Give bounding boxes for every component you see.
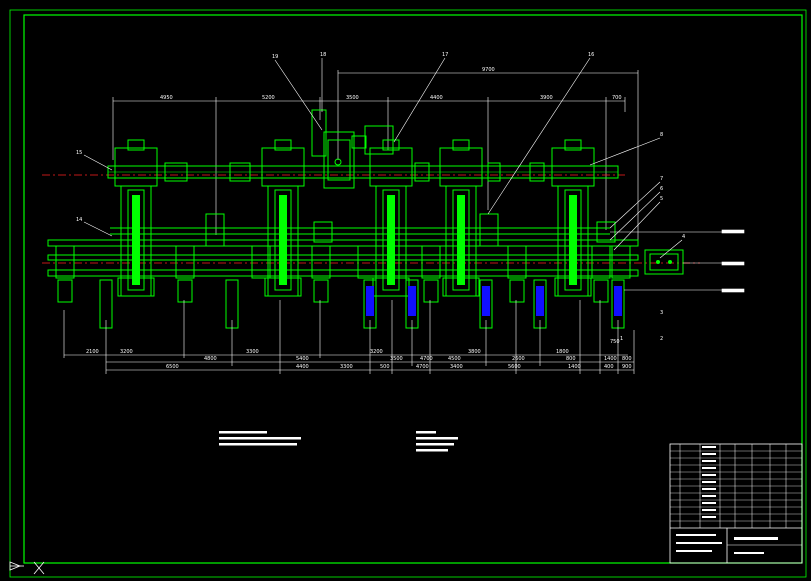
dim-b3-3: 3300 <box>340 364 353 370</box>
callout-15: 15 <box>76 150 82 156</box>
bearing-blocks <box>205 213 616 247</box>
dim-b2-6: 800 <box>566 356 576 362</box>
technical-notes-left <box>219 431 301 446</box>
dim-b3-10: 900 <box>622 364 632 370</box>
dim-top-overall: 9700 <box>482 67 495 73</box>
roll-stand-4 <box>439 139 483 297</box>
title-block-cell-text <box>702 481 716 483</box>
dim-b2-8: 800 <box>622 356 632 362</box>
roll-stand-1 <box>114 139 158 297</box>
callout-8: 8 <box>660 132 663 138</box>
callout-3: 3 <box>660 310 663 316</box>
title-block-cell-text <box>702 516 716 518</box>
lower-roll-units <box>55 245 631 279</box>
dim-top-1: 4950 <box>160 95 173 101</box>
dim-b2-3: 3500 <box>390 356 403 362</box>
callout-17: 17 <box>442 52 448 58</box>
dim-b1-7: 1800 <box>556 349 569 355</box>
title-block-cell-text <box>702 460 716 462</box>
dim-b1-6: 2600 <box>512 356 525 362</box>
title-block-cell-text <box>702 474 716 476</box>
dim-top-2: 5200 <box>262 95 275 101</box>
dim-b2-1: 4800 <box>204 356 217 362</box>
dim-b3-2: 4400 <box>296 364 309 370</box>
dim-b2-2: 5400 <box>296 356 309 362</box>
callout-1: 1 <box>620 336 623 342</box>
callout-labels: 19 18 17 16 8 7 6 5 4 3 2 1 15 14 <box>76 52 685 342</box>
callout-14: 14 <box>76 217 82 223</box>
callout-2: 2 <box>660 336 663 342</box>
ucs-icon <box>9 561 45 575</box>
dim-b1-3: 3300 <box>246 349 259 355</box>
dim-b3-1: 6500 <box>166 364 179 370</box>
dim-b3-5: 4700 <box>416 364 429 370</box>
lower-motors <box>57 279 609 303</box>
dim-top-3: 3500 <box>346 95 359 101</box>
shafts <box>47 165 639 277</box>
dimension-bottom-labels-row2: 4800 5400 3500 4700 4500 800 1400 800 <box>204 356 632 362</box>
centerlines <box>42 174 700 264</box>
control-panel-device <box>644 249 684 275</box>
callout-5: 5 <box>660 196 663 202</box>
title-block <box>669 443 803 564</box>
main-drive <box>311 109 394 189</box>
technical-notes-right <box>416 431 458 452</box>
roll-stand-2 <box>261 139 305 297</box>
drawing-border-inner <box>23 14 803 564</box>
title-block-cell-text <box>702 467 716 469</box>
dimension-bottom-labels-row1: 2100 3200 3300 3200 3800 2600 1800 750 <box>86 339 620 362</box>
drawing-border-outer <box>9 9 807 578</box>
dimension-top-labels: 4950 5200 3500 4400 3900 700 9700 <box>160 67 622 101</box>
title-block-cell-text <box>702 509 716 511</box>
dim-top-4: 4400 <box>430 95 443 101</box>
vertical-cylinders <box>99 279 625 329</box>
dim-top-6: 700 <box>612 95 622 101</box>
dim-b3-9: 400 <box>604 364 614 370</box>
callout-18: 18 <box>320 52 326 58</box>
dim-b1-1: 2100 <box>86 349 99 355</box>
couplings-upper <box>164 162 545 182</box>
dim-b3-8: 1400 <box>568 364 581 370</box>
dim-b2-4: 4700 <box>420 356 433 362</box>
roll-stand-3 <box>369 139 413 297</box>
leader-lines-right <box>610 229 745 293</box>
title-block-cell-text <box>702 488 716 490</box>
title-block-cell-text <box>702 453 716 455</box>
dim-top-5: 3900 <box>540 95 553 101</box>
callout-7: 7 <box>660 176 663 182</box>
title-block-cell-text <box>702 495 716 497</box>
dim-b1-4: 3200 <box>370 349 383 355</box>
dim-b3-6: 3400 <box>450 364 463 370</box>
callout-6: 6 <box>660 186 663 192</box>
callout-leaders <box>83 57 683 259</box>
dimension-bottom-labels-row3: 6500 4400 3300 500 4700 3400 5600 1400 4… <box>166 364 632 370</box>
callout-19: 19 <box>272 54 278 60</box>
dim-b2-5: 4500 <box>448 356 461 362</box>
dim-b1-2: 3200 <box>120 349 133 355</box>
dim-b1-5: 3800 <box>468 349 481 355</box>
callout-4: 4 <box>682 234 685 240</box>
callout-16: 16 <box>588 52 594 58</box>
dimension-bottom-chains <box>63 300 635 374</box>
dim-b2-7: 1400 <box>604 356 617 362</box>
dim-b1-8: 750 <box>610 339 620 345</box>
dimension-top-chain <box>112 70 639 245</box>
title-block-cell-text <box>702 446 716 448</box>
title-block-cell-text <box>702 502 716 504</box>
dim-b3-4: 500 <box>380 364 390 370</box>
dim-b3-7: 5600 <box>508 364 521 370</box>
roll-stand-5 <box>551 139 595 297</box>
